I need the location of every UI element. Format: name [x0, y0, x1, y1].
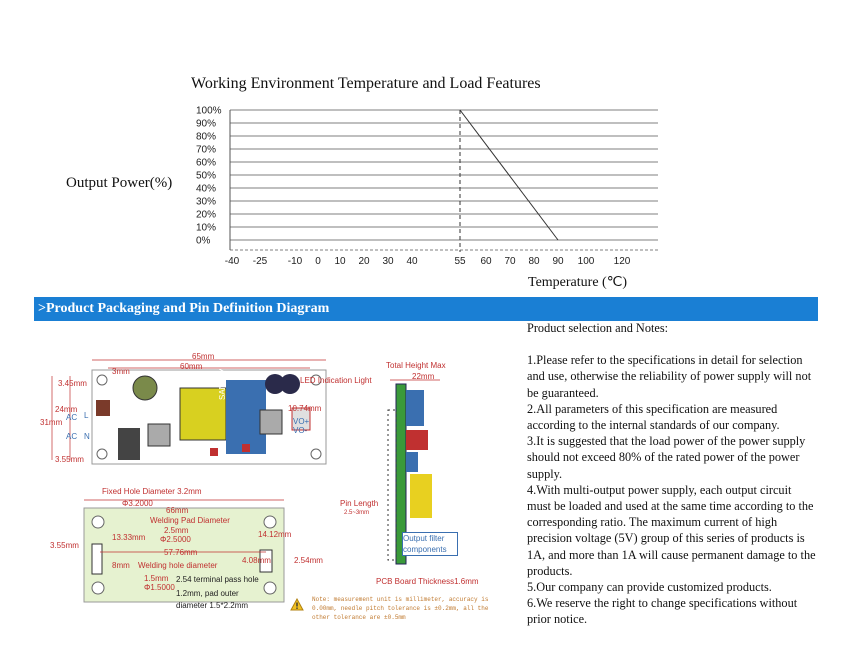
dim-355: 3.55mm [55, 455, 84, 464]
label-vo-plus: VO+ [293, 417, 310, 426]
dim-355-bottom: 3.55mm [50, 541, 79, 550]
dim-8: 8mm [112, 561, 130, 570]
dim-inner: 60mm [180, 362, 203, 371]
y-tick-label: 20% [196, 210, 216, 221]
dim-total: 65mm [192, 352, 215, 361]
label-phi25: Φ2.5000 [160, 535, 191, 544]
label-led: LED Indication Light [300, 376, 372, 385]
x-tick-label: 55 [454, 256, 466, 267]
x-tick-label: -10 [288, 256, 303, 267]
y-tick-label: 90% [196, 119, 216, 130]
label-filter: Output filter components [402, 532, 458, 556]
x-tick-label: 90 [552, 256, 564, 267]
x-tick-label: 10 [334, 256, 346, 267]
label-l: L [84, 411, 89, 420]
label-vo-minus: VO- [293, 426, 308, 435]
label-pad-outer: 1.2mm, pad outer [176, 589, 239, 598]
label-welding-hole: Welding hole diameter [138, 561, 218, 570]
dim-1333: 13.33mm [112, 533, 146, 542]
y-tick-label: 60% [196, 158, 216, 169]
label-pin-length: Pin Length [340, 499, 379, 508]
dim-25: 2.5mm [164, 526, 189, 535]
y-axis-title: Output Power(%) [66, 175, 173, 191]
note-item: 2.All parameters of this specification a… [527, 401, 780, 433]
note-item: 3.It is suggested that the load power of… [527, 434, 806, 481]
x-tick-label: 120 [614, 256, 631, 267]
y-tick-label: 100% [196, 106, 222, 117]
side-view-diagram [387, 379, 440, 565]
notes-panel: Product selection and Notes: 1.Please re… [527, 320, 817, 628]
dim-5776: 57.76mm [164, 548, 198, 557]
label-pcb: PCB Board Thickness1.6mm [376, 577, 479, 586]
top-view-diagram [51, 359, 327, 465]
dim-1412: 14.12mm [258, 530, 292, 539]
label-pad-diameter: diameter 1.5*2.2mm [176, 601, 249, 610]
label-phi32: Φ3.2000 [122, 499, 153, 508]
y-tick-label: 70% [196, 145, 216, 156]
label-fixed-hole: Fixed Hole Diameter 3.2mm [102, 487, 202, 496]
note-item: 5.Our company can provide customized pro… [527, 580, 772, 595]
bottom-view-diagram [83, 499, 285, 603]
dim-66: 66mm [166, 506, 189, 515]
y-tick-label: 0% [196, 236, 211, 247]
dim-345: 3.45mm [58, 379, 87, 388]
y-tick-label: 80% [196, 132, 216, 143]
note-item: 1.Please refer to the specifications in … [527, 353, 812, 400]
x-tick-label: 40 [406, 256, 418, 267]
label-ac-n: AC [66, 432, 78, 441]
warning-icon [290, 598, 304, 611]
note-item: 4.With multi-output power supply, each o… [527, 482, 816, 578]
label-n: N [84, 432, 90, 441]
dim-height: 22mm [412, 372, 435, 381]
label-ac-l: AC [66, 413, 78, 422]
x-tick-label: 30 [382, 256, 394, 267]
x-tick-label: -25 [253, 256, 268, 267]
x-tick-label: -40 [225, 256, 240, 267]
dim-408: 4.08mm [242, 556, 271, 565]
notes-heading: Product selection and Notes: [527, 321, 669, 335]
diagram-note: Note: measurement unit is millimeter, ac… [312, 596, 489, 621]
x-tick-label: 20 [358, 256, 370, 267]
dim-31: 31mm [40, 418, 63, 427]
label-phi15: Φ1.5000 [144, 583, 175, 592]
dim-15: 1.5mm [144, 574, 169, 583]
dim-254: 2.54mm [294, 556, 323, 565]
dim-pin: 2.5~3mm [344, 510, 370, 516]
x-tick-label: 70 [504, 256, 516, 267]
dim-1074: 10.74mm [288, 404, 322, 413]
y-tick-label: 40% [196, 184, 216, 195]
derating-chart: 100% 90% 80% 70% 60% 50% 40% 30% 20% 10% 0% -40 -25 -… [196, 106, 658, 267]
label-welding-pad: Welding Pad Diameter [150, 516, 230, 525]
derating-line [459, 109, 559, 241]
y-tick-label: 50% [196, 171, 216, 182]
section-banner: >Product Packaging and Pin Definition Di… [34, 297, 818, 321]
x-tick-label: 80 [528, 256, 540, 267]
brand-logo: SANMIM [218, 368, 227, 400]
y-tick-label: 10% [196, 223, 216, 234]
note-item: 6.We reserve the right to change specifi… [527, 596, 798, 627]
y-tick-label: 30% [196, 197, 216, 208]
label-terminal: 2.54 terminal pass hole [176, 575, 259, 584]
label-total-height: Total Height Max [386, 361, 446, 370]
dim-3: 3mm [112, 367, 130, 376]
x-tick-label: 60 [480, 256, 492, 267]
x-axis-title: Temperature (℃) [528, 275, 628, 290]
x-tick-label: 0 [315, 256, 321, 267]
x-tick-label: 100 [578, 256, 595, 267]
chart-title: Working Environment Temperature and Load… [191, 75, 541, 92]
dim-24: 24mm [55, 405, 78, 414]
